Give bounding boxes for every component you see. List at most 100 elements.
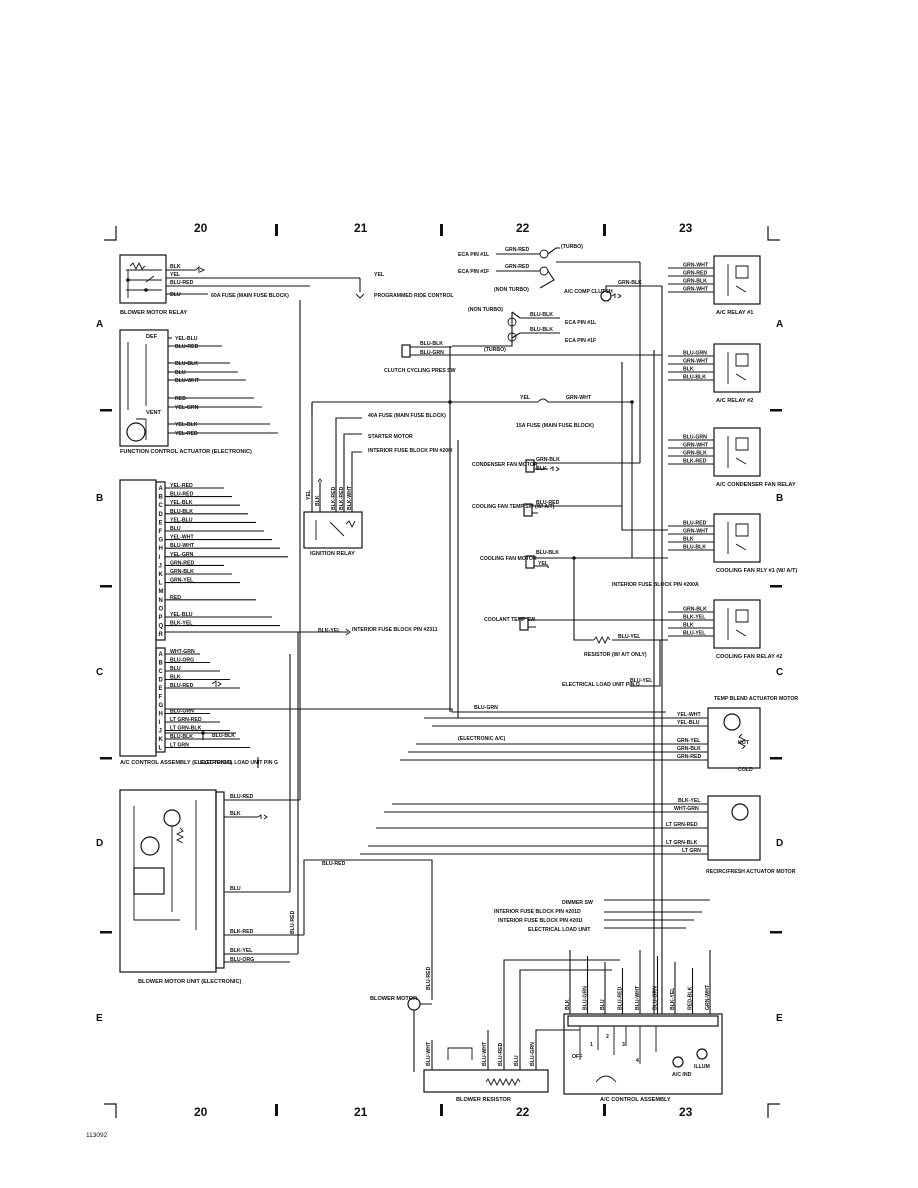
row-label: D <box>96 838 103 849</box>
connector-pin-label: I <box>159 555 161 561</box>
component-label: COOLING FAN RLY #1 (W/ A/T) <box>716 568 797 574</box>
ref-label: (ELECTRONIC A/C) <box>458 736 506 742</box>
ref-label: INTERIOR FUSE BLOCK PIN #201D <box>494 909 581 915</box>
wire-label: YEL-BLK <box>175 422 198 428</box>
col-divider <box>440 1104 443 1116</box>
wire-label: GRN-WHT <box>683 263 709 269</box>
ignition-relay-box <box>303 511 363 549</box>
wire-label: BLU-BLK <box>530 327 553 333</box>
component-label: BLOWER MOTOR RELAY <box>120 310 187 316</box>
wire <box>410 346 662 356</box>
wire <box>303 859 433 1000</box>
connector-arrow <box>355 293 365 299</box>
wire-label: WHT-GRN <box>170 649 195 655</box>
ignition-relay: IGNITION RELAY YEL BLK BLK-RED BLK-RED B… <box>303 402 453 557</box>
coolant-switch-symbol <box>519 617 529 631</box>
component-label: COOLING FAN MOTOR <box>480 556 537 562</box>
wire-label: YEL-RED <box>170 483 193 489</box>
ac-assembly-connector <box>567 1015 719 1027</box>
wire-label: BLK <box>565 999 571 1010</box>
switch-label: OFF <box>572 1054 582 1060</box>
row-divider <box>100 585 112 588</box>
ground-icon <box>611 293 622 299</box>
wire-label: BLU <box>230 886 241 892</box>
component-label: A/C COMP CLUTCH <box>564 289 613 295</box>
connector-pin-label: P <box>159 615 163 621</box>
wire-label: BLU-GRN <box>683 435 707 441</box>
wire-label: BLK-YEL <box>670 987 676 1010</box>
wire-label: YEL-BLU <box>175 336 198 342</box>
internal-wiring <box>133 800 197 930</box>
wire-label: BLU-WHT <box>175 378 200 384</box>
relay-internal-icon <box>727 264 749 296</box>
figure-id: 113092 <box>86 1132 108 1139</box>
wire-label: BLU-RED <box>175 344 199 350</box>
row-divider <box>100 409 112 412</box>
splice-connector <box>507 332 517 342</box>
relay-contact-icon <box>126 269 162 298</box>
col-label: 23 <box>679 221 693 235</box>
row-divider <box>100 757 112 760</box>
eca-wires <box>452 311 560 347</box>
blower-motor-relay: BLOWER MOTOR RELAY BLK YEL BLU-RED BLU 6… <box>119 254 454 316</box>
wire-label: LT GRN-BLK <box>170 726 202 732</box>
component-label: RECIRC/FRESH ACTUATOR MOTOR <box>706 869 796 875</box>
wire-label: BLU-WHT <box>635 985 641 1010</box>
wire-label: GRN-WHT <box>705 984 711 1010</box>
col-divider <box>275 1104 278 1116</box>
wire-label: BLU-BLK <box>683 545 706 551</box>
component-label: CONDENSER FAN MOTOR <box>472 462 538 468</box>
wire-label: LT GRN <box>682 848 701 854</box>
connector-pin-label: K <box>159 737 164 743</box>
wire-label: BLU-RED <box>498 1042 504 1066</box>
col-divider <box>603 224 606 236</box>
row-divider <box>770 757 782 760</box>
wire-label: LT GRN-BLK <box>666 840 698 846</box>
wire-label: LT GRN-RED <box>666 822 698 828</box>
cooling-fan-motor-symbol <box>525 555 535 569</box>
eca-wires <box>496 253 540 272</box>
wire-label: RED <box>170 595 181 601</box>
junction-dot <box>126 278 130 282</box>
wire-label: BLK <box>170 675 181 681</box>
blower-resistor-section: BLOWER MOTOR BLOWER RESISTOR BLU-WHT BLU… <box>370 959 620 1103</box>
row-divider <box>100 931 112 934</box>
fuse-15a: YEL GRN-WHT 15A FUSE (MAIN FUSE BLOCK) <box>312 395 634 429</box>
switch-position: 2 <box>606 1034 609 1040</box>
wire-label: BLU-BLK <box>170 734 193 740</box>
wire <box>289 300 301 954</box>
connector-1 <box>155 481 166 641</box>
wire-label: BLK <box>683 537 694 543</box>
eca-compressor-section: ECA PIN #1L ECA PIN #1F GRN-RED GRN-RED … <box>384 244 662 374</box>
component-label: COOLANT TEMP SW <box>484 617 535 623</box>
wire-label: BLU-GRN <box>420 350 444 356</box>
connector-pin-label: G <box>159 538 164 544</box>
wire-label: BLK <box>230 811 241 817</box>
eca-wires <box>539 247 640 289</box>
ac-control-assembly: 1 2 3 4 OFF A/C IND ILLUM A/C CONTROL AS… <box>494 899 723 1103</box>
wire-label: BLU-BLK <box>175 361 198 367</box>
row-divider <box>770 585 782 588</box>
col-label: 20 <box>194 221 208 235</box>
corner-mark-bl <box>104 1103 117 1118</box>
wire-label: BLU-WHT <box>426 1041 432 1066</box>
actuator-lead <box>136 418 147 440</box>
wire-label: BLU <box>514 1055 520 1066</box>
selector-arc <box>595 1075 617 1083</box>
wire-label: BLK-YEL <box>230 948 253 954</box>
wire-label: BLU-RED <box>230 794 254 800</box>
wire-label: YEL-GRN <box>170 552 194 558</box>
recirc-actuator-box <box>707 795 761 861</box>
wire-label: BLK <box>536 466 547 472</box>
splice-connector <box>507 317 517 327</box>
resistor-wires <box>431 959 620 1070</box>
ref-label: ELECTRICAL LOAD UNIT PIN D <box>562 682 640 688</box>
switch-wiper <box>127 342 147 410</box>
wire-label: BLU-WHT <box>170 543 195 549</box>
wire-label: RED-BLK <box>688 986 694 1010</box>
switch-label: A/C IND <box>672 1072 692 1078</box>
actuator-motor-symbol <box>731 803 749 821</box>
trunk-lines <box>311 262 663 1014</box>
wire-label: YEL <box>374 272 385 278</box>
